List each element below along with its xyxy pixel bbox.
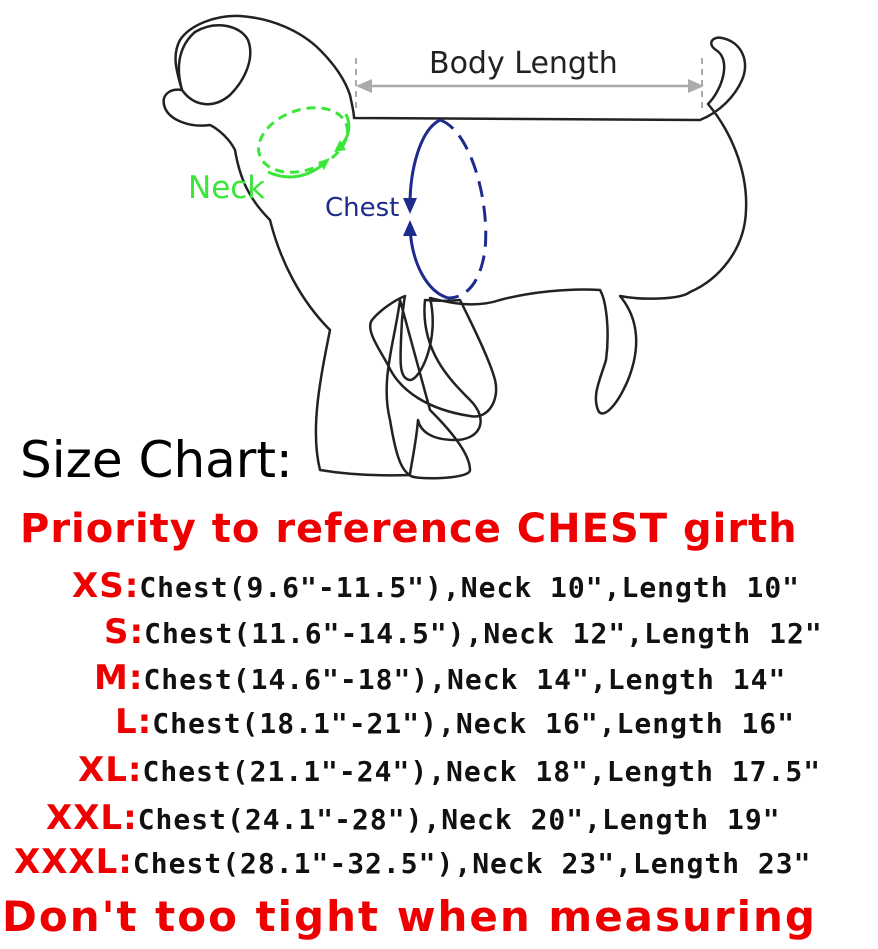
size-chart-title: Size Chart:	[20, 431, 293, 489]
priority-note: Priority to reference CHEST girth	[20, 506, 798, 552]
size-row-xxl: XXL:Chest(24.1"-28"),Neck 20",Length 19"	[46, 798, 781, 838]
size-details: Chest(11.6"-14.5"),Neck 12",Length 12"	[144, 617, 823, 650]
neck-loop	[257, 106, 349, 174]
body-length-label: Body Length	[429, 46, 618, 81]
chest-loop-back	[439, 118, 488, 300]
size-row-xxxl: XXXL:Chest(28.1"-32.5"),Neck 23",Length …	[14, 842, 812, 882]
measuring-warning: Don't too tight when measuring	[2, 892, 817, 941]
size-row-xs: XS:Chest(9.6"-11.5"),Neck 10",Length 10"	[72, 566, 800, 606]
body-length-arrow-left	[356, 79, 372, 93]
size-details: Chest(21.1"-24"),Neck 18",Length 17.5"	[142, 755, 822, 788]
size-row-m: M:Chest(14.6"-18"),Neck 14",Length 14"	[94, 658, 786, 698]
chest-loop-front	[408, 118, 441, 206]
size-row-l: L:Chest(18.1"-21"),Neck 16",Length 16"	[115, 702, 795, 742]
neck-arrowhead-lower	[318, 158, 330, 170]
size-label: XL:	[78, 750, 143, 790]
size-label: XXXL:	[14, 842, 133, 882]
size-label: S:	[104, 612, 145, 652]
neck-label: Neck	[188, 170, 266, 206]
size-details: Chest(18.1"-21"),Neck 16",Length 16"	[152, 707, 796, 740]
body-length-arrow-right	[688, 79, 704, 93]
size-details: Chest(28.1"-32.5"),Neck 23",Length 23"	[132, 847, 812, 880]
size-details: Chest(9.6"-11.5"),Neck 10",Length 10"	[139, 571, 801, 604]
size-details: Chest(14.6"-18"),Neck 14",Length 14"	[143, 663, 787, 696]
size-label: M:	[94, 658, 144, 698]
dog-outline	[162, 14, 748, 480]
size-row-xl: XL:Chest(21.1"-24"),Neck 18",Length 17.5…	[78, 750, 821, 790]
chest-label: Chest	[325, 193, 400, 223]
size-row-s: S:Chest(11.6"-14.5"),Neck 12",Length 12"	[104, 612, 823, 652]
size-label: L:	[115, 702, 153, 742]
ear-outline	[177, 24, 252, 106]
dog-diagram	[162, 14, 748, 480]
size-label: XS:	[72, 566, 140, 606]
chest-arrowhead-up	[403, 220, 417, 236]
size-details: Chest(24.1"-28"),Neck 20",Length 19"	[137, 803, 781, 836]
chest-arrowhead-down	[403, 198, 417, 214]
chest-loop-front-lower	[408, 227, 449, 300]
size-label: XXL:	[46, 798, 138, 838]
neck-arrowhead-upper	[334, 140, 346, 152]
